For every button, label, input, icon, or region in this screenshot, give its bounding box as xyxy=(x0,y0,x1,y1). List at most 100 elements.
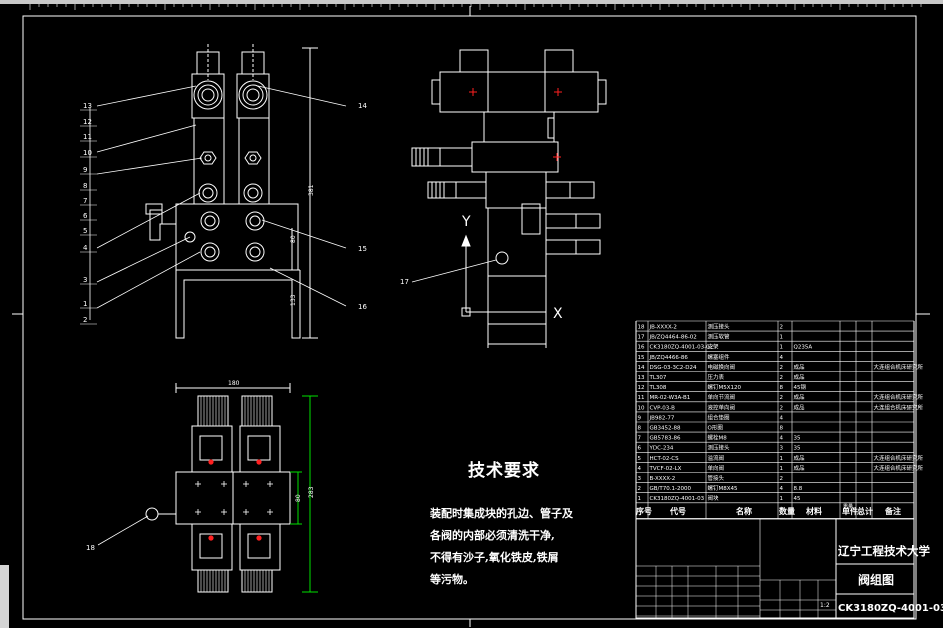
callout-front-13: 13 xyxy=(83,102,92,110)
bom-cell: 液控单向阀 xyxy=(708,403,736,411)
technical-requirements-title: 技术要求 xyxy=(468,461,540,481)
bom-cell: 7 xyxy=(638,436,642,442)
bom-cell: HCT-02-CS xyxy=(650,456,680,462)
top-view xyxy=(145,383,291,593)
bom-cell: 1 xyxy=(780,456,784,462)
bom-cell: 4 xyxy=(780,436,784,442)
top-green-dimension xyxy=(290,395,318,593)
bom-cell: 35 xyxy=(794,436,801,442)
bom-cell: 管接头 xyxy=(708,474,725,482)
bom-cell: 45钢 xyxy=(794,383,807,391)
bom-cell: 测压接头 xyxy=(708,323,731,331)
top-dim-height: 283 xyxy=(308,486,315,498)
bom-cell: 大连组合机床研究所 xyxy=(874,403,924,411)
drawing-code: CK3180ZQ-4001-03 xyxy=(838,603,943,614)
side-center-marks xyxy=(469,88,562,161)
bom-cell: 16 xyxy=(638,345,645,351)
bom-cell: 13 xyxy=(638,375,645,381)
svg-text:80: 80 xyxy=(290,235,297,243)
bom-cell: 4 xyxy=(780,355,784,361)
top-ruler xyxy=(29,4,922,10)
bom-cell: 1 xyxy=(638,496,642,502)
bom-cell: 大连组合机床研究所 xyxy=(874,363,924,371)
bom-cell: TL307 xyxy=(649,375,667,381)
bom-cell: CK3180ZQ-4001-03-02 xyxy=(650,345,714,351)
callout-17: 17 xyxy=(400,278,409,286)
bom-cell: 14 xyxy=(638,365,645,371)
bom-cell: TVCF-02-LX xyxy=(649,466,682,472)
bom-cell: B-XXXX-2 xyxy=(650,476,676,482)
command-side-panel[interactable] xyxy=(0,565,9,628)
bom-header: 备注 xyxy=(884,506,901,516)
bom-cell: 12 xyxy=(638,385,645,391)
bom-cell: 压力表 xyxy=(708,373,725,381)
bom-cell: 45 xyxy=(794,496,801,502)
bom-cell: YDC-234 xyxy=(649,446,674,452)
bom-cell: 8.8 xyxy=(794,486,803,492)
callout-front-5: 5 xyxy=(83,227,87,235)
bom-cell: 3 xyxy=(638,476,642,482)
bom-header: 单件 xyxy=(842,506,858,516)
bom-header: 代号 xyxy=(669,506,686,516)
bom-header: 数量 xyxy=(779,506,795,516)
top-center-marks xyxy=(208,459,262,541)
bom-cell: 螺钉M5X120 xyxy=(708,383,742,391)
bom-cell: 11 xyxy=(638,395,645,401)
top-view-plus-marks xyxy=(195,481,273,515)
bom-cell: 成品 xyxy=(794,464,806,472)
frame-ticks xyxy=(12,6,930,627)
bom-cell: 1 xyxy=(780,496,784,502)
bom-header-weight: 重量 xyxy=(843,503,853,510)
tech-req-line-4: 等污物。 xyxy=(430,573,474,586)
bom-cell: DSG-03-3C2-D24 xyxy=(650,365,698,371)
bom-cell: 18 xyxy=(638,325,645,331)
bom-cell: 2 xyxy=(780,405,784,411)
side-leader xyxy=(411,259,497,283)
bom-cell: 3 xyxy=(780,446,784,452)
callout-front-7: 7 xyxy=(83,197,87,205)
bom-cell: JB/ZQ4466-86 xyxy=(649,355,689,361)
bom-cell: 测压接头 xyxy=(708,444,731,452)
svg-text:381: 381 xyxy=(308,184,315,196)
bom-cell: 10 xyxy=(638,405,645,411)
bom-cell: 成品 xyxy=(794,373,806,381)
bom-cell: GB/T70.1-2000 xyxy=(650,486,692,492)
bom-cell: Q235A xyxy=(794,345,813,351)
bom-cell: MR-02-W3A-B1 xyxy=(650,395,691,401)
callout-front-2: 2 xyxy=(83,316,87,324)
callout-front-6: 6 xyxy=(83,212,88,220)
bom-header: 总计 xyxy=(857,506,873,516)
bom-cell: 组合垫圈 xyxy=(708,413,731,421)
callout-front-11: 11 xyxy=(83,133,92,141)
axis-y-label: Y xyxy=(461,214,471,230)
bom-cell: JB/ZQ4464-86-02 xyxy=(649,335,697,341)
bom-cell: 成品 xyxy=(794,393,806,401)
bom-cell: 4 xyxy=(780,415,784,421)
bom-cell: 电磁换向阀 xyxy=(708,363,736,371)
bom-cell: 1 xyxy=(780,345,784,351)
callout-front-8: 8 xyxy=(83,182,87,190)
bom-cell: 支架 xyxy=(708,343,720,351)
callout-front-9: 9 xyxy=(83,166,87,174)
bom-cell: 单向阀 xyxy=(708,464,725,472)
bom-cell: 成品 xyxy=(794,403,806,411)
bom-cell: 4 xyxy=(638,466,642,472)
window-top-strip xyxy=(0,0,943,4)
bom-header: 名称 xyxy=(736,506,752,516)
bom-cell: 35 xyxy=(794,446,801,452)
bom-cell: 4 xyxy=(780,486,784,492)
callout-16: 16 xyxy=(358,303,367,311)
bom-cell: JB-XXXX-2 xyxy=(649,325,677,331)
bom-header: 序号 xyxy=(636,506,652,516)
tech-req-line-2: 各阀的内部必须清洗干净, xyxy=(430,529,555,542)
bom-cell: 螺钉M8X45 xyxy=(708,484,739,492)
drawing-name: 阀组图 xyxy=(858,572,894,587)
school-name: 辽宁工程技术大学 xyxy=(838,544,930,558)
bom-cell: 阀块 xyxy=(708,494,720,502)
callout-front-12: 12 xyxy=(83,118,92,126)
tech-req-line-3: 不得有沙子,氧化铁皮,铁屑 xyxy=(430,551,559,564)
bom-cell: 2 xyxy=(780,395,784,401)
